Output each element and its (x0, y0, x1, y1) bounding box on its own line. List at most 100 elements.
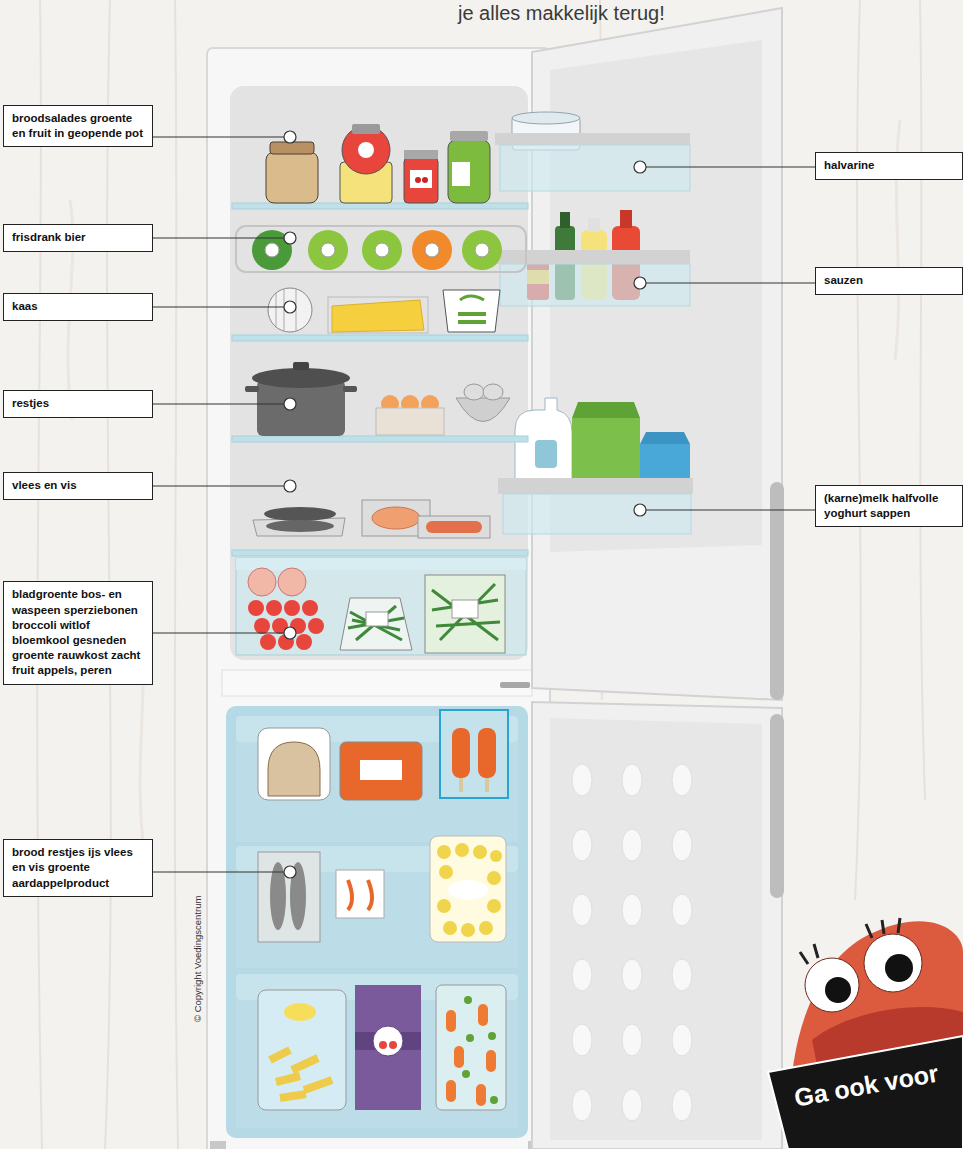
glass-shelves (232, 203, 528, 556)
crisper-drawer (425, 575, 505, 653)
leader-dot (634, 277, 646, 289)
label-box: broodsalades groente en fruit in geopend… (3, 105, 153, 147)
door-shelves (503, 494, 691, 534)
freezer-items (373, 1026, 403, 1056)
label-text: vlees en vis (12, 478, 144, 493)
bottle-rack (475, 243, 489, 257)
fridge-door (672, 894, 692, 926)
freezer-items (486, 1050, 496, 1072)
freezer-items (454, 1046, 464, 1068)
fridge-body (500, 682, 530, 688)
crisper-drawer (340, 598, 412, 650)
freezer-items (466, 1034, 474, 1042)
meat-and-fish (426, 521, 482, 533)
jars (270, 142, 314, 154)
freezer-items (437, 899, 451, 913)
cheese (268, 288, 500, 333)
label-text: sauzen (824, 273, 954, 288)
door-shelves (515, 398, 572, 490)
bottle-rack (308, 230, 348, 270)
jars (358, 142, 374, 158)
crisper-drawer (366, 612, 388, 626)
fridge-door (572, 764, 692, 1121)
leader-lines (153, 306, 284, 307)
glass-shelves (232, 436, 528, 442)
freezer-items (473, 845, 487, 859)
leftovers (343, 386, 357, 392)
fridge-door (672, 1089, 692, 1121)
slogan-text: Ga ook voor (792, 1059, 941, 1113)
crisper-drawer (452, 600, 478, 618)
fridge-door (672, 959, 692, 991)
bottle-rack (362, 230, 402, 270)
leftovers (483, 384, 503, 400)
door-shelves (640, 432, 690, 444)
freezer-items (389, 1041, 397, 1049)
freezer-items (446, 1080, 456, 1102)
freezer-items (270, 1050, 332, 1098)
leader-lines (153, 485, 284, 486)
crisper-drawer (236, 558, 526, 570)
leader-dot (284, 131, 296, 143)
mascot (800, 918, 900, 964)
mascot (805, 958, 859, 1012)
freezer-items (439, 865, 453, 879)
jars (422, 177, 428, 183)
freezer-items (448, 880, 488, 900)
meat-and-fish (264, 507, 336, 521)
freezer-items (464, 996, 472, 1004)
freezer-items (476, 1084, 486, 1106)
leader-dot (284, 301, 296, 313)
freezer-items (440, 710, 508, 798)
leader-lines (153, 136, 284, 137)
freezer-items (284, 1003, 316, 1021)
door-shelves (500, 145, 690, 191)
crisper-drawer (260, 634, 276, 650)
label-box: (karne)melk halfvolle yoghurt sappen (815, 485, 963, 527)
freezer-items (430, 836, 506, 942)
fridge-body (230, 86, 528, 660)
glass-shelves (232, 550, 528, 556)
freezer-items (490, 850, 502, 862)
wood-background (37, 0, 925, 1149)
crisper-drawer (236, 558, 526, 655)
freezer-items (462, 996, 498, 1104)
freezer-items (436, 985, 506, 1110)
door-shelves (572, 402, 640, 418)
bottle-rack (236, 226, 526, 272)
freezer-items (479, 921, 493, 935)
crisper-drawer (296, 634, 312, 650)
cheese (268, 288, 312, 332)
jars (266, 152, 318, 203)
fridge-door (572, 829, 592, 861)
cheese (276, 289, 296, 331)
label-box: frisdrank bier (3, 224, 153, 251)
heading-fragment: je alles makkelijk terug! (458, 2, 665, 25)
leftovers (456, 398, 510, 422)
freezer-items (443, 921, 457, 935)
label-box: restjes (3, 390, 153, 417)
door-shelves (512, 112, 580, 124)
crisper-drawer (432, 584, 500, 640)
leader-lines (153, 632, 284, 633)
mascot (864, 934, 922, 992)
label-text: halvarine (824, 158, 954, 173)
fridge-door (572, 1089, 592, 1121)
freezer-items (360, 760, 402, 780)
cheese (460, 296, 484, 300)
jars (452, 162, 470, 186)
freezer-items (488, 1032, 496, 1040)
door-shelves (495, 250, 690, 264)
fridge-door (770, 714, 784, 898)
leader-dot (284, 627, 296, 639)
crisper-drawer (248, 568, 276, 596)
fridge-body (226, 706, 528, 1138)
leader-dot (284, 480, 296, 492)
label-box: halvarine (815, 152, 963, 179)
meat-and-fish (266, 520, 334, 532)
freezer-items (355, 985, 421, 1110)
freezer-items (487, 871, 501, 885)
jars (415, 177, 421, 183)
crisper-drawer (284, 600, 300, 616)
jars (450, 131, 488, 141)
